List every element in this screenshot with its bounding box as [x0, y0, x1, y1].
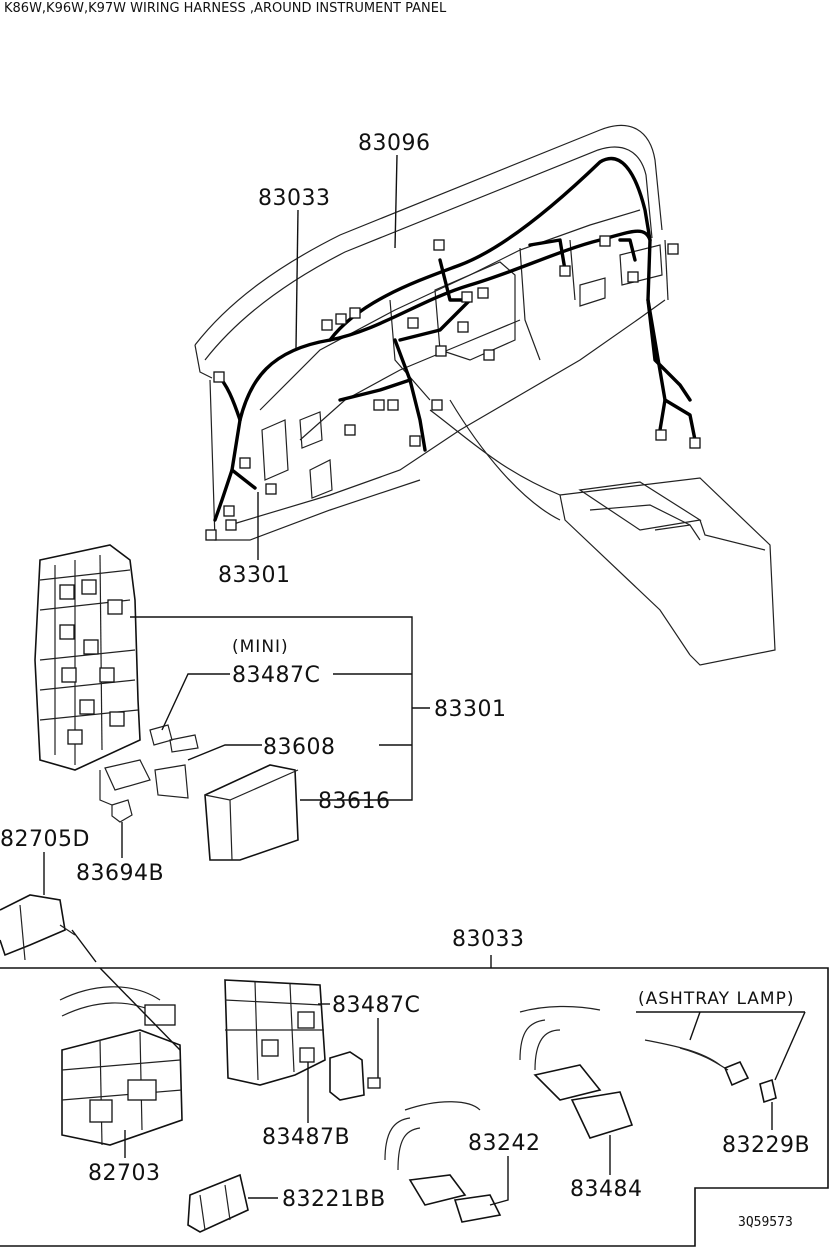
callout-mini-note: (MINI): [232, 637, 289, 657]
diagram-code: 3Q59573: [738, 1215, 793, 1230]
callout-83487C-2: 83487C: [332, 993, 420, 1018]
callout-83221BB: 83221BB: [282, 1187, 386, 1212]
callout-83301-right: 83301: [434, 697, 507, 722]
harness-connectors: [205, 235, 701, 541]
callout-ashtray-note: (ASHTRAY LAMP): [638, 989, 794, 1009]
relay-box-82703-drawing: 82703: [59, 967, 183, 1186]
callout-83487B: 83487B: [262, 1125, 350, 1150]
callout-83301-top: 83301: [218, 563, 291, 588]
diagram-title: K86W,K96W,K97W WIRING HARNESS ,AROUND IN…: [4, 1, 447, 16]
middle-callouts: (MINI) 83487C 83301 83608 83616 83694B 8…: [0, 616, 507, 895]
plug-83242-drawing: 83242: [384, 1101, 541, 1223]
fuse-detail-drawing: 83487C 83487B: [224, 979, 420, 1150]
callout-83487C-1: 83487C: [232, 663, 320, 688]
callout-82705D: 82705D: [0, 827, 90, 852]
callout-83616: 83616: [318, 789, 391, 814]
junction-block-drawing: [34, 544, 299, 861]
callout-82703: 82703: [88, 1161, 161, 1186]
top-callouts: 83096 83033 83301: [218, 131, 431, 588]
callout-83242: 83242: [468, 1131, 541, 1156]
callout-83484: 83484: [570, 1177, 643, 1202]
instrument-panel-drawing: [194, 124, 776, 666]
callout-83033-top: 83033: [258, 186, 331, 211]
connector-83484-drawing: 83484: [519, 1005, 643, 1202]
bracket-82705D-drawing: [0, 894, 97, 963]
callout-83096: 83096: [358, 131, 431, 156]
part-83221BB-drawing: 83221BB: [187, 1173, 386, 1233]
detail-box: 83033: [0, 927, 829, 1247]
ashtray-lamp-drawing: (ASHTRAY LAMP) 83229B: [636, 989, 810, 1158]
callout-83229B: 83229B: [722, 1133, 810, 1158]
callout-83033-bottom: 83033: [452, 927, 525, 952]
callout-83694B: 83694B: [76, 861, 164, 886]
callout-83608: 83608: [263, 735, 336, 760]
main-harness-lines: [213, 156, 697, 522]
